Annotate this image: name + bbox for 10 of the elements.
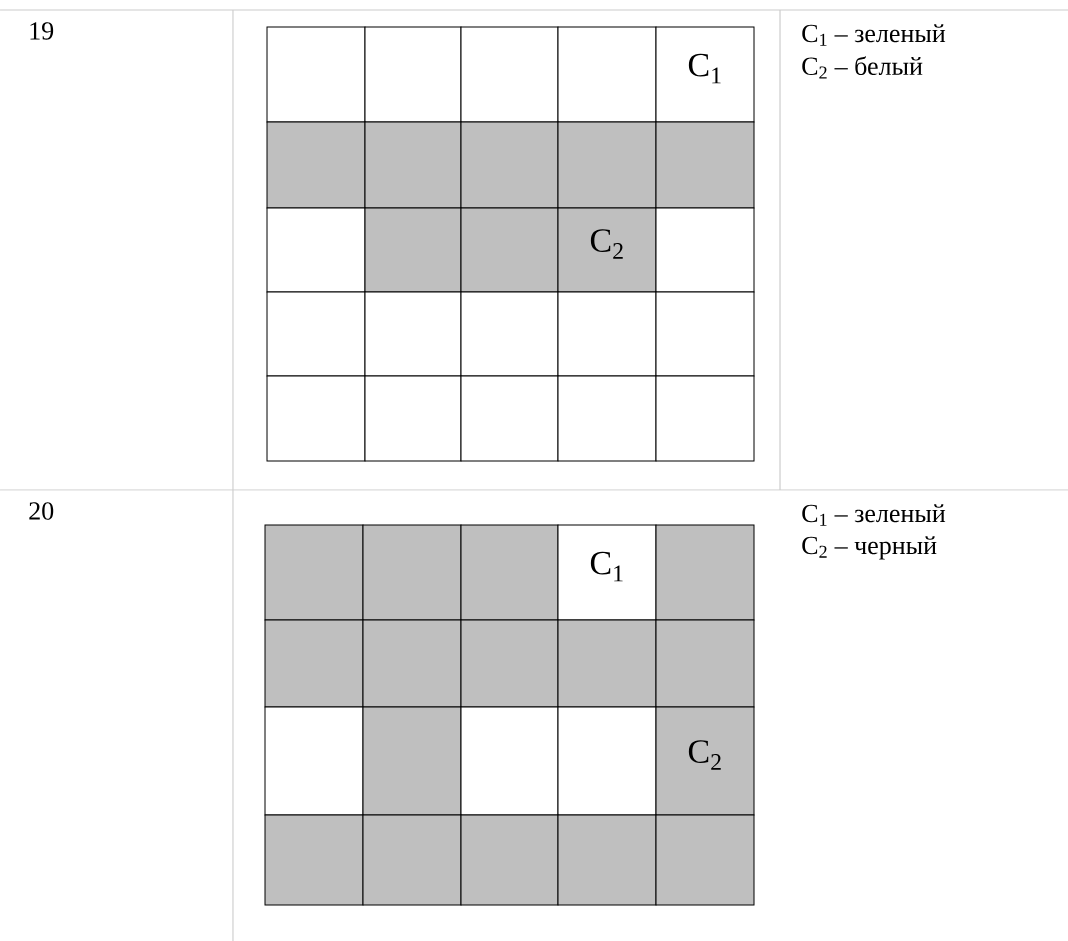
row-number: 19 bbox=[30, 22, 54, 40]
row-number: 20 bbox=[29, 502, 54, 520]
color-description: C$_{1}$ – зеленый bbox=[802, 24, 946, 46]
grid-cell: C$_{1}$ bbox=[655, 26, 755, 123]
grid-cell: C$_{2}$ bbox=[557, 207, 657, 293]
grid-cell: C$_{2}$ bbox=[655, 706, 755, 816]
color-description: C$_{2}$ – черный bbox=[802, 536, 937, 560]
color-description: C$_{2}$ – белый bbox=[802, 56, 923, 79]
color-description: C$_{1}$ – зеленый bbox=[802, 504, 946, 526]
grid-cell: C$_{1}$ bbox=[557, 524, 657, 621]
